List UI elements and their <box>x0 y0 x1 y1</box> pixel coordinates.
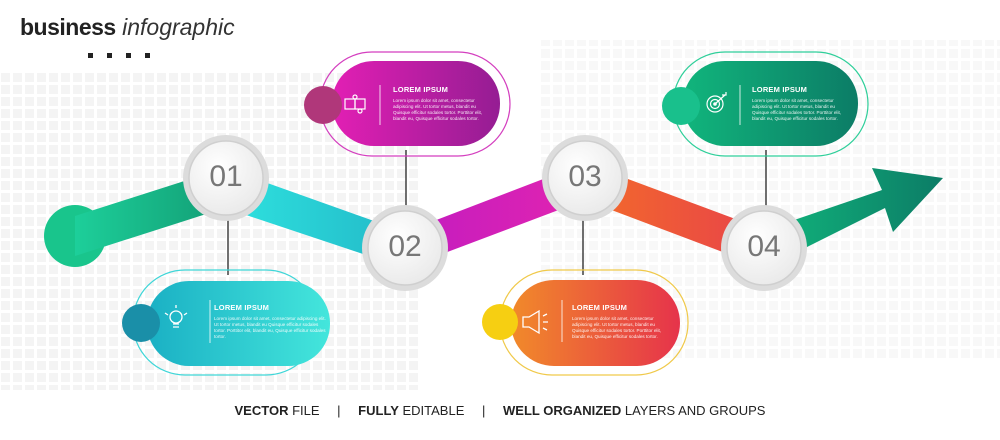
step-body-03: Lorem ipsum dolor sit amet, consectetur … <box>572 316 662 339</box>
target-icon <box>706 92 727 113</box>
step-circle-01 <box>183 135 269 221</box>
step-circle-04 <box>721 205 807 291</box>
step-heading-01: LOREM IPSUM <box>214 303 270 312</box>
title-italic: infographic <box>122 14 235 40</box>
step-card-04 <box>662 51 869 157</box>
puzzle-icon <box>344 94 366 114</box>
step-heading-03: LOREM IPSUM <box>572 303 628 312</box>
step-heading-02: LOREM IPSUM <box>393 85 449 94</box>
step-text-04: LOREM IPSUM Lorem ipsum dolor sit amet, … <box>752 85 852 122</box>
step-circle-03 <box>542 135 628 221</box>
megaphone-icon <box>522 309 548 335</box>
step-text-02: LOREM IPSUM Lorem ipsum dolor sit amet, … <box>393 85 493 122</box>
step-body-04: Lorem ipsum dolor sit amet, consectetur … <box>752 98 842 121</box>
step-number-03: 03 <box>568 160 602 193</box>
title-dots <box>88 53 150 58</box>
step-body-01: Lorem ipsum dolor sit amet, consectetur … <box>214 316 326 339</box>
page-title: business infographic <box>20 14 235 41</box>
step-number-04: 04 <box>747 230 781 263</box>
path-segment-4 <box>585 163 765 268</box>
step-card-01 <box>122 269 330 376</box>
path-segment-2 <box>225 168 405 268</box>
step-text-03: LOREM IPSUM Lorem ipsum dolor sit amet, … <box>572 303 672 340</box>
step-card-03 <box>482 269 689 376</box>
title-bold: business <box>20 14 116 40</box>
step-number-02: 02 <box>388 230 422 263</box>
arrow-head <box>765 168 943 268</box>
step-heading-04: LOREM IPSUM <box>752 85 808 94</box>
step-text-01: LOREM IPSUM Lorem ipsum dolor sit amet, … <box>214 303 326 340</box>
path-segment-3 <box>405 163 585 268</box>
step-number-01: 01 <box>209 160 243 193</box>
lightbulb-icon <box>164 305 188 328</box>
footer-caption: VECTOR FILE | FULLY EDITABLE | WELL ORGA… <box>234 403 766 418</box>
step-circle-02 <box>362 205 448 291</box>
step-body-02: Lorem ipsum dolor sit amet, consectetur … <box>393 98 483 121</box>
step-card-02 <box>304 51 511 157</box>
